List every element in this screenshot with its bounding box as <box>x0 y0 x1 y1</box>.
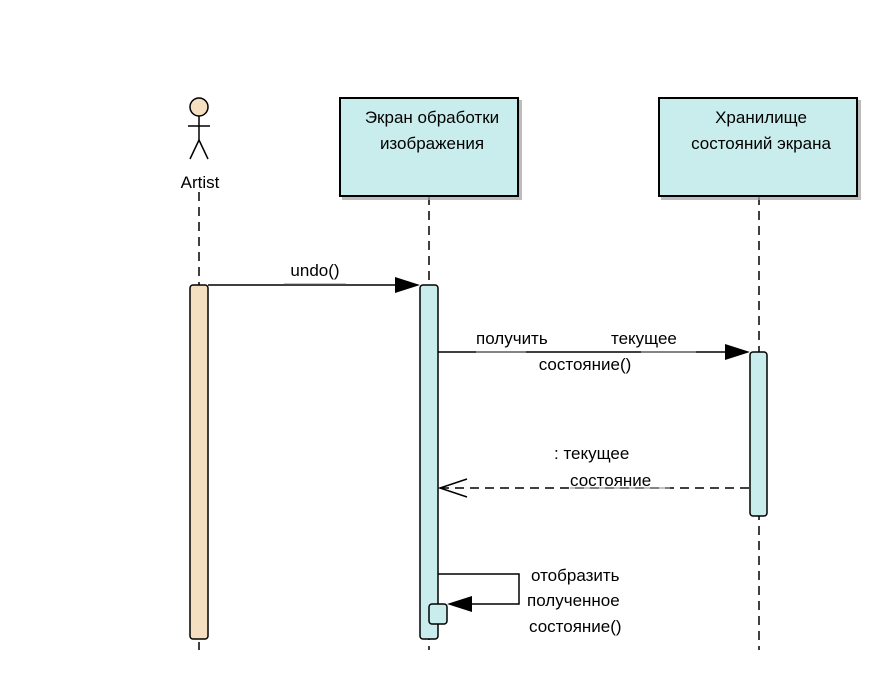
screen-label-line1: Экран обработки <box>365 108 499 127</box>
self-call-message: отобразить полученное состояние() <box>438 566 622 636</box>
self-call-label-line1: отобразить <box>531 566 620 585</box>
actor-activation <box>189 284 209 640</box>
undo-label: undo() <box>290 261 339 280</box>
store-activation <box>749 351 768 517</box>
screen-self-activation <box>428 603 448 625</box>
screen-activation <box>419 284 439 640</box>
actor-label: Artist <box>181 173 220 192</box>
store-box <box>658 97 858 197</box>
self-call-label-line2: полученное <box>527 591 620 610</box>
undo-message: undo() <box>208 261 420 293</box>
get-state-message: получить текущее состояние() <box>438 329 750 374</box>
return-state-label-line1: : текущее <box>554 444 629 463</box>
get-state-label-part2: текущее <box>611 329 677 348</box>
return-state-message: : текущее состояние <box>437 444 750 498</box>
screen-box <box>339 97 519 197</box>
self-call-label-line3: состояние() <box>529 617 622 636</box>
actor-icon <box>188 97 210 160</box>
get-state-label-line2: состояние() <box>539 355 632 374</box>
store-label-line1: Хранилище <box>715 108 807 127</box>
return-state-label-line2: состояние <box>570 471 651 490</box>
screen-label-line2: изображения <box>380 134 484 153</box>
get-state-label-part1: получить <box>476 329 548 348</box>
store-label-line2: состояний экрана <box>691 134 831 153</box>
